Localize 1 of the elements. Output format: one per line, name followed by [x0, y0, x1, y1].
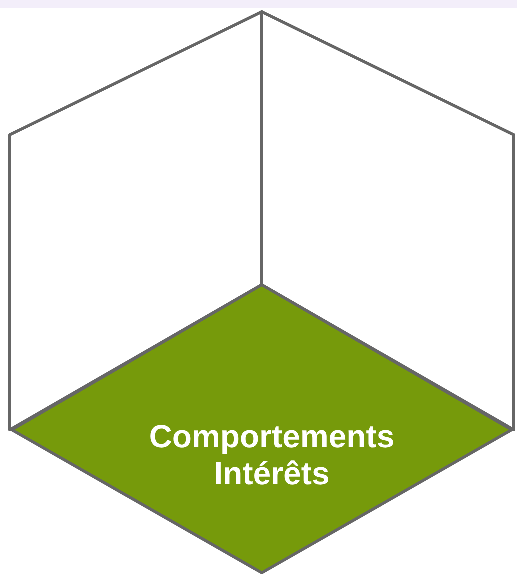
rhombus: Comportements Intérêts	[10, 284, 514, 574]
